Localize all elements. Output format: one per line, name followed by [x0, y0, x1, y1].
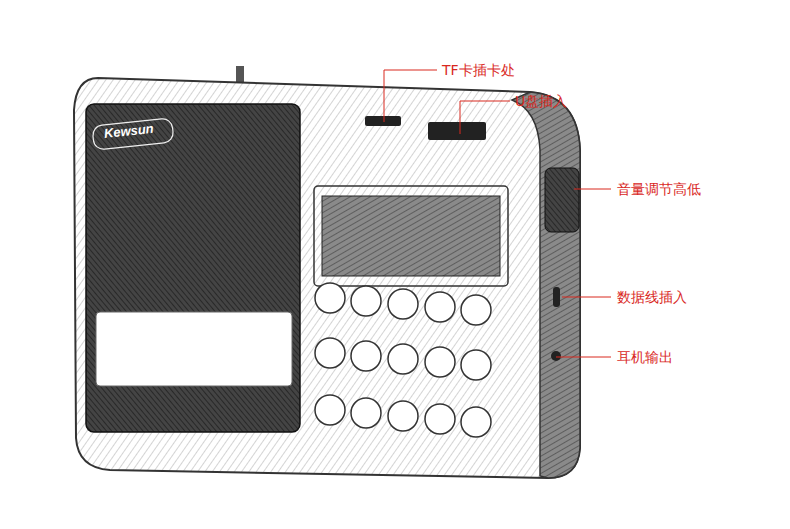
button	[351, 286, 381, 316]
tf-slot	[365, 116, 401, 126]
callout-label: TF卡插卡处	[442, 62, 515, 78]
button	[461, 407, 491, 437]
button-grid	[315, 283, 491, 437]
button	[315, 338, 345, 368]
button	[388, 401, 418, 431]
button	[351, 341, 381, 371]
side-panel	[512, 92, 580, 478]
callout-label: 音量调节高低	[617, 181, 701, 197]
callout-label: 耳机输出	[617, 349, 673, 365]
front-panel	[96, 312, 292, 386]
display-frame	[314, 186, 508, 286]
button	[388, 289, 418, 319]
leader-line	[556, 357, 611, 358]
callout-label: 数据线插入	[617, 289, 687, 305]
volume-knob	[545, 168, 579, 232]
radio-body	[74, 66, 580, 478]
button	[351, 398, 381, 428]
button	[425, 347, 455, 377]
button	[461, 295, 491, 325]
button	[388, 344, 418, 374]
button	[425, 404, 455, 434]
usb-slot	[428, 122, 486, 140]
button	[425, 292, 455, 322]
housing	[74, 78, 580, 478]
leader-line	[384, 70, 437, 122]
headphone-jack	[551, 351, 561, 361]
leader-lines	[384, 70, 611, 357]
button	[315, 283, 345, 313]
leader-line	[460, 101, 510, 134]
callout-label: U盘插入	[515, 93, 567, 109]
antenna-stub	[236, 66, 244, 82]
leader-line	[562, 297, 611, 298]
brand-badge	[92, 118, 174, 150]
leader-line	[574, 189, 611, 190]
display-screen	[322, 196, 500, 276]
usb-port	[553, 287, 560, 307]
button	[315, 395, 345, 425]
speaker-grille	[86, 104, 300, 432]
button	[461, 350, 491, 380]
